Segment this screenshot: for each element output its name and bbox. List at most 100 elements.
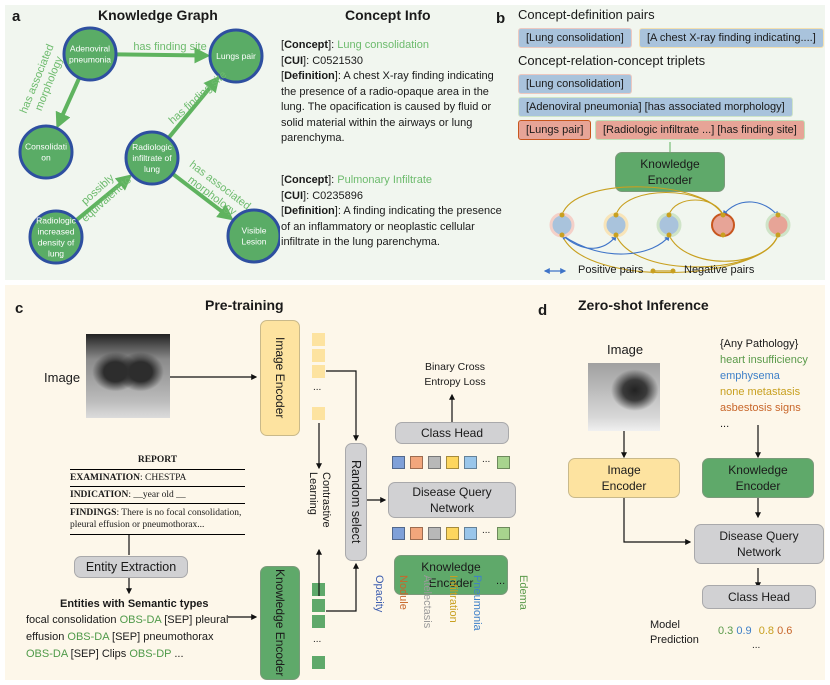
disease-query-token xyxy=(497,527,510,540)
token-square xyxy=(312,615,325,628)
report-findings: FINDINGS: There is no focal consolidatio… xyxy=(70,508,242,530)
disease-query-token xyxy=(464,527,477,540)
token-square xyxy=(312,333,325,346)
disease-label-infiltration: Infiltration xyxy=(447,575,459,623)
positive-pair-line xyxy=(722,201,779,217)
token-square xyxy=(312,407,325,420)
entity-line: effusion OBS-DA [SEP] pneumothorax xyxy=(26,631,214,643)
prediction-value: 0.9 xyxy=(736,625,755,637)
image-label-c: Image xyxy=(44,370,81,385)
kg-edge-radiologic-increased-radiologic-infiltrate xyxy=(74,174,133,223)
negative-anchor-top xyxy=(720,212,726,218)
disease-query-token xyxy=(410,527,423,540)
report-examination: EXAMINATION: CHESTPA xyxy=(70,473,187,483)
chip-triplet-concept: [Lung consolidation] xyxy=(518,74,632,94)
token-square xyxy=(312,365,325,378)
chip-lungs-pair: [Lungs pair] xyxy=(518,120,592,140)
disease-label-edema: Edema xyxy=(517,575,529,610)
disease-query-token xyxy=(446,527,459,540)
concept-name: Pulmonary Infiltrate xyxy=(337,174,432,186)
pre-training-title: Pre-training xyxy=(205,297,284,313)
panel-c-letter: c xyxy=(15,300,24,317)
disease-label-atelectasis: Atelectasis xyxy=(421,575,433,629)
image-token-to-random-select-arrow xyxy=(326,370,359,442)
disease-query-token xyxy=(497,456,510,469)
chip-radiologic-infiltrate: [Radiologic infiltrate ...] [has finding… xyxy=(595,120,805,140)
positive-pair-line xyxy=(561,234,670,255)
report-title: REPORT xyxy=(137,455,178,465)
entities-heading: Entities with Semantic types xyxy=(60,598,209,610)
pathology-item: none metastasis xyxy=(720,386,801,398)
disease-label-pneumonia: Pneumonia xyxy=(471,575,483,631)
image-tokens-ellipsis: ... xyxy=(313,382,322,393)
prediction-value: 0.8 xyxy=(758,625,778,637)
negative-pair-line xyxy=(615,192,724,216)
query-ellipsis: ... xyxy=(482,454,491,465)
disease-query-token xyxy=(428,456,441,469)
negative-anchor-bottom xyxy=(613,232,619,238)
disease-query-token xyxy=(464,456,477,469)
concept-definition-pairs-heading: Concept-definition pairs xyxy=(518,7,655,22)
negative-anchor-top xyxy=(559,212,565,218)
query-ellipsis: ... xyxy=(482,525,491,536)
kg-node-lungs-pair: Lungs pair xyxy=(208,28,264,84)
negative-anchor-top xyxy=(775,212,781,218)
negative-anchor-bottom xyxy=(720,232,726,238)
panel-d-letter: d xyxy=(538,302,548,319)
concept-definition: A chest X-ray finding indicating the pre… xyxy=(281,70,494,144)
chest-xray-image-d xyxy=(588,363,660,431)
negative-anchor-top xyxy=(666,212,672,218)
report-indication: INDICATION: __year old __ xyxy=(70,490,186,500)
kg-edge-radiologic-infiltrate-lungs-pair xyxy=(166,75,220,140)
kg-edge-radiologic-infiltrate-visible-lesion xyxy=(171,172,234,221)
svg-text:Lungs pair: Lungs pair xyxy=(216,51,256,61)
concept-info-title: Concept Info xyxy=(345,7,431,23)
pretraining-arrows xyxy=(126,370,761,620)
predictions-ellipsis: ... xyxy=(752,640,761,651)
kg-edge-label: has finding site xyxy=(133,41,206,53)
token-square xyxy=(312,599,325,612)
chip-definition: [A chest X-ray finding indicating....] xyxy=(639,28,824,48)
disease-label-: ... xyxy=(496,575,506,587)
knowledge-graph-title: Knowledge Graph xyxy=(98,7,218,23)
negative-anchor-bottom xyxy=(775,232,781,238)
positive-pairs-legend: Positive pairs xyxy=(578,264,644,276)
pathology-item: emphysema xyxy=(720,370,780,382)
negative-pair-line xyxy=(668,234,779,262)
report-document: REPORT EXAMINATION: CHESTPA INDICATION: … xyxy=(70,455,245,535)
contrastive-learning-label: Contrastive Learning xyxy=(307,472,332,528)
panel-b-letter: b xyxy=(496,10,506,27)
concept-entry-1: [Concept]: Lung consolidation [CUI]: C05… xyxy=(281,39,494,144)
disease-query-token xyxy=(446,456,459,469)
triplets-heading: Concept-relation-concept triplets xyxy=(518,53,706,68)
chip-triplet-relation: [Adenoviral pneumonia] [has associated m… xyxy=(518,97,793,117)
disease-query-token xyxy=(392,456,405,469)
negative-anchor-top xyxy=(613,212,619,218)
kg-edge-label: has finding site xyxy=(167,69,230,127)
contrastive-pairs-diagram xyxy=(543,142,791,274)
disease-label-nodule: Nodule xyxy=(397,575,409,610)
knowledge-tokens-ellipsis: ... xyxy=(313,634,322,645)
random-select-box: Random select xyxy=(345,443,367,561)
image-encoder-c: Image Encoder xyxy=(260,320,300,436)
disease-label-opacity: Opacity xyxy=(373,575,385,613)
image-label-d: Image xyxy=(607,342,644,357)
entity-extraction-box: Entity Extraction xyxy=(74,556,188,578)
token-square xyxy=(312,656,325,669)
token-square xyxy=(312,349,325,362)
